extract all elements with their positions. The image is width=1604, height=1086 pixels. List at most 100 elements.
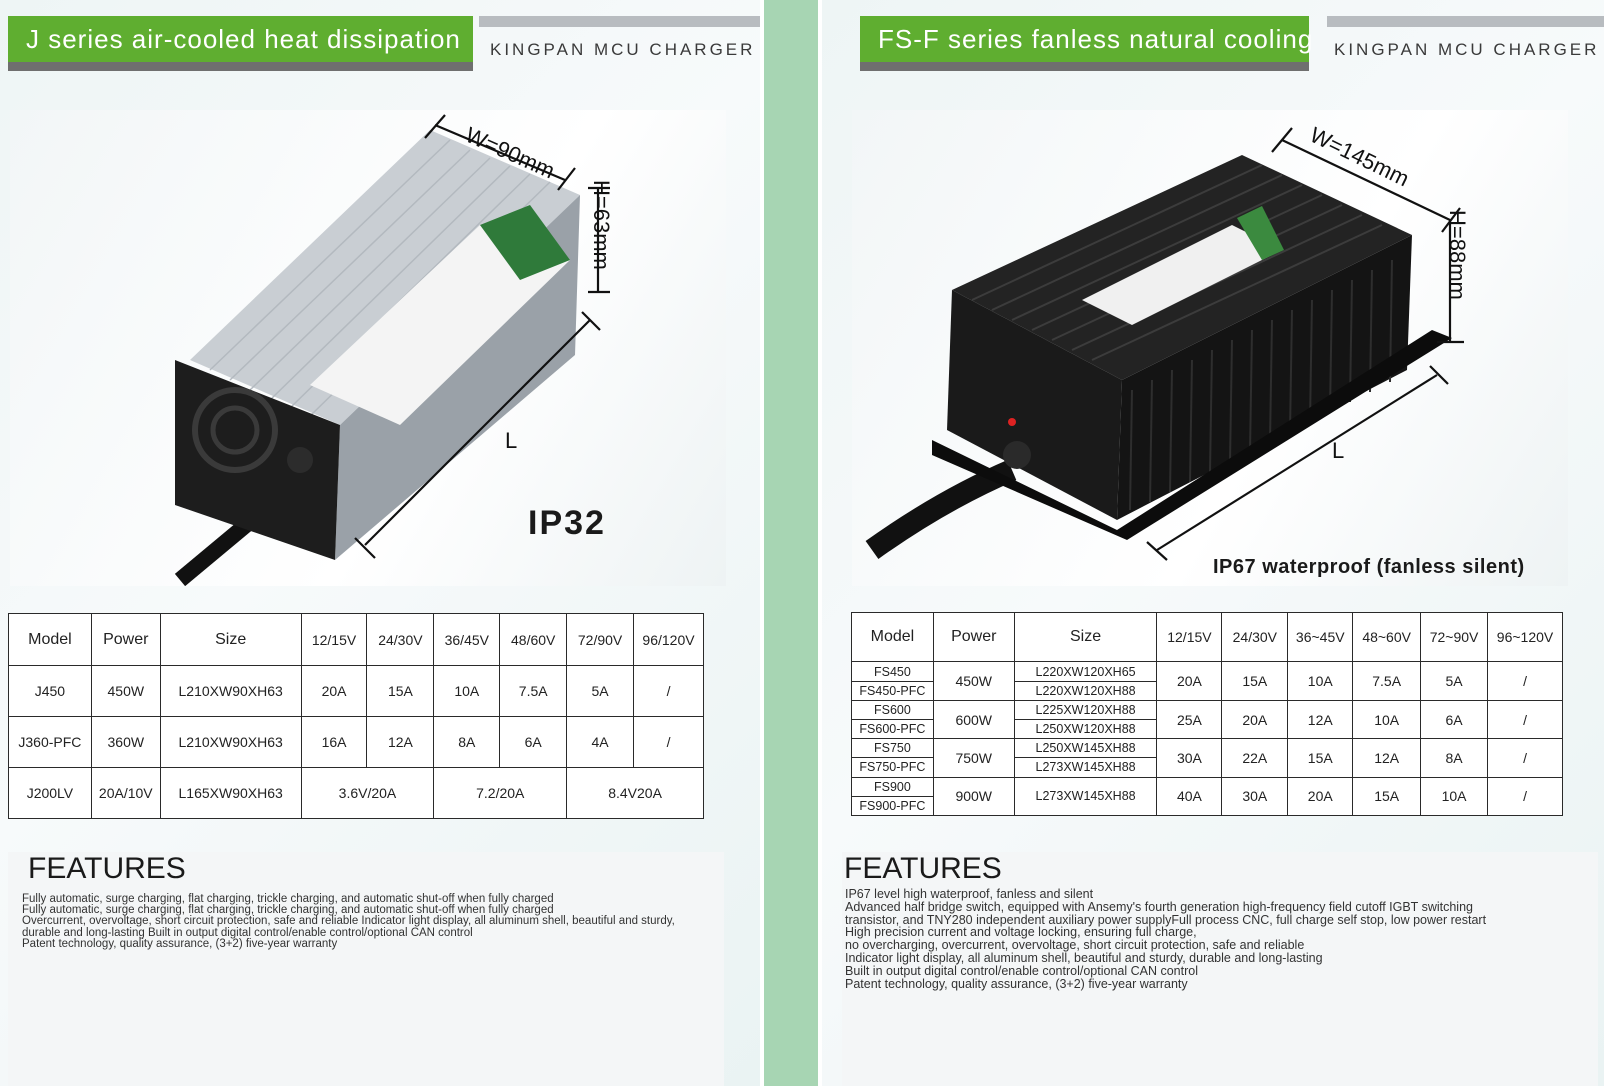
left-series-title: J series air-cooled heat dissipation (8, 16, 473, 71)
cell-current: 12A (1352, 738, 1422, 778)
fs-series-charger-image (865, 127, 1464, 561)
cell-voltage-group: 3.6V/20A (300, 767, 435, 819)
feature-item: Fully automatic, surge charging, flat ch… (22, 893, 554, 905)
cell-current: 25A (1156, 699, 1223, 740)
col-header-36v: 36/45V (433, 613, 501, 666)
cell-size: L210XW90XH63 (159, 665, 302, 717)
cell-power: 450W (932, 661, 1015, 701)
cell-current: 4A (566, 716, 635, 768)
cell-current: 22A (1221, 738, 1289, 778)
feature-item: durable and long-lasting Built in output… (22, 926, 473, 939)
cell-power: 600W (932, 699, 1015, 740)
feature-item: Built in output digital control/enable c… (845, 963, 1198, 978)
table-header-row: Model Power Size 12/15V 24/30V 36/45V 48… (8, 613, 704, 666)
ip-rating-label: IP32 (528, 504, 606, 542)
model-name: FS750-PFC (852, 757, 933, 776)
cell-current: 15A (366, 665, 435, 717)
right-brand-label: KINGPAN MCU CHARGER (1334, 40, 1600, 59)
cell-current: 12A (1287, 699, 1354, 740)
length-dimension-label: L (505, 428, 518, 453)
table-header-row: Model Power Size 12/15V 24/30V 36~45V 48… (851, 611, 1563, 663)
feature-item: Advanced half bridge switch, equipped wi… (845, 899, 1473, 914)
cell-voltage-group: 7.2/20A (433, 767, 568, 819)
cell-current: 15A (1287, 738, 1354, 778)
cell-power: 450W (90, 665, 161, 717)
model-name: FS900-PFC (852, 795, 933, 815)
cell-current: 12A (366, 716, 435, 768)
cell-current: 40A (1156, 776, 1223, 817)
cell-size: L210XW90XH63 (159, 716, 302, 768)
right-features-title: FEATURES (844, 852, 1002, 885)
cell-model: J450 (8, 665, 92, 717)
right-features-list: IP67 level high waterproof, fanless and … (845, 888, 1486, 990)
cell-size: L273XW145XH88 (1013, 776, 1158, 817)
cell-model: J360-PFC (8, 716, 92, 768)
feature-item: Patent technology, quality assurance, (3… (22, 937, 338, 950)
col-header-power: Power (932, 611, 1015, 663)
cell-current: 7.5A (499, 665, 568, 717)
model-name: FS900 (873, 779, 911, 794)
table-row: J360-PFC 360W L210XW90XH63 16A 12A 8A 6A… (8, 716, 704, 768)
col-header-model: Model (851, 611, 934, 663)
cell-current: 5A (1420, 661, 1489, 701)
feature-item: Fully automatic, surge charging, flat ch… (22, 904, 554, 917)
cell-current: 15A (1352, 776, 1422, 817)
right-features-box: FEATURES IP67 level high waterproof, fan… (842, 852, 1598, 1086)
cell-power: 900W (932, 776, 1015, 817)
charger-cable (865, 459, 1017, 559)
col-header-12v: 12/15V (1156, 611, 1223, 663)
cell-power: 360W (90, 716, 161, 768)
col-header-96v: 96/120V (633, 613, 704, 666)
book-spine (760, 0, 822, 1086)
model-name: FS450-PFC (852, 680, 933, 700)
table-row: J450 450W L210XW90XH63 20A 15A 10A 7.5A … (8, 665, 704, 717)
model-name: FS450 (873, 664, 911, 679)
cell-current: 10A (433, 665, 501, 717)
col-header-72v: 72~90V (1420, 611, 1489, 663)
cell-current: 20A (1156, 661, 1223, 701)
feature-item: Patent technology, quality assurance, (3… (845, 976, 1188, 991)
cell-size: L165XW90XH63 (159, 767, 302, 819)
model-name: FS600 (873, 703, 911, 718)
cell-model: J200LV (8, 767, 92, 819)
left-product-photo: W=90mm H=63mm L IP32 (10, 110, 726, 586)
charger-top-face (190, 130, 580, 425)
cell-power: 20A/10V (90, 767, 161, 819)
output-connector-icon (1003, 441, 1031, 469)
fan-grille-icon (192, 387, 278, 473)
left-features-list: Fully automatic, surge charging, flat ch… (22, 893, 675, 950)
size-value: L250XW145XH88 (1035, 741, 1136, 756)
size-value: L225XW120XH88 (1035, 703, 1136, 718)
cell-current: 10A (1420, 776, 1489, 817)
cell-current: 30A (1156, 738, 1223, 778)
cell-current: 8A (1420, 738, 1489, 778)
cell-current: 7.5A (1352, 661, 1422, 701)
left-features-title: FEATURES (28, 852, 186, 885)
length-dimension-label: L (1332, 438, 1345, 463)
size-value: L273XW145XH88 (1014, 757, 1157, 776)
col-header-96v: 96~120V (1487, 611, 1563, 663)
col-header-24v: 24/30V (366, 613, 435, 666)
feature-item: Indicator light display, all aluminum sh… (845, 950, 1323, 965)
output-connector-icon (287, 447, 313, 473)
col-header-24v: 24/30V (1221, 611, 1289, 663)
cell-power: 750W (932, 738, 1015, 778)
col-header-size: Size (1013, 611, 1158, 663)
charger-fins (971, 164, 1383, 361)
left-features-box: FEATURES Fully automatic, surge charging… (8, 852, 724, 1086)
cell-current: 30A (1221, 776, 1289, 817)
right-series-title: FS-F series fanless natural cooling (860, 16, 1312, 71)
table-row: J200LV 20A/10V L165XW90XH63 3.6V/20A 7.2… (8, 767, 704, 819)
col-header-48v: 48/60V (499, 613, 568, 666)
size-value: L250XW120XH88 (1014, 719, 1157, 738)
cell-current: 20A (300, 665, 368, 717)
product-label (310, 225, 570, 425)
right-product-photo: W=145mm H=88mm L IP67 waterproof (fanles… (852, 110, 1568, 586)
product-label (1082, 225, 1282, 325)
